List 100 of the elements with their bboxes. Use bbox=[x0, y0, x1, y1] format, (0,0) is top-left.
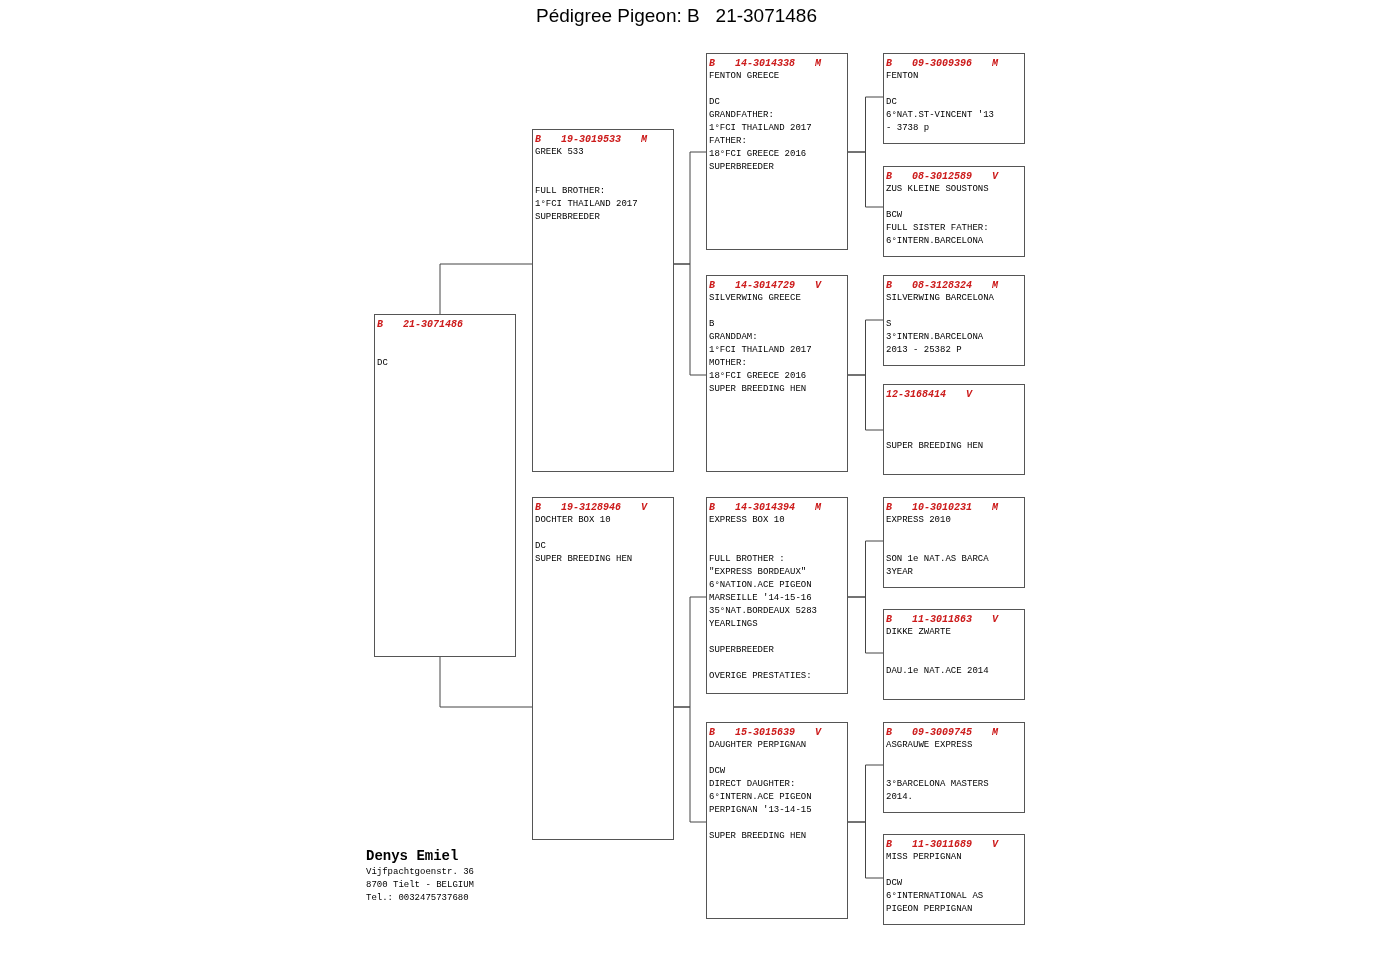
pedigree-line: OVERIGE PRESTATIES: bbox=[709, 670, 812, 683]
pedigree-line: EXPRESS BOX 10 bbox=[709, 514, 785, 527]
ring-number: B 19-3128946 V bbox=[535, 501, 647, 514]
pedigree-line: PERPIGNAN '13-14-15 bbox=[709, 804, 812, 817]
pedigree-line: SILVERWING BARCELONA bbox=[886, 292, 995, 305]
pedigree-line: FENTON bbox=[886, 70, 919, 83]
pigeon-card bbox=[706, 53, 848, 250]
pigeon-card bbox=[883, 53, 1025, 144]
ring-number: B 08-3128324 M bbox=[886, 279, 998, 292]
pedigree-line: SUPERBREEDER bbox=[535, 211, 600, 224]
pedigree-line: 6°INTERN.BARCELONA bbox=[886, 235, 984, 248]
pigeon-card bbox=[883, 722, 1025, 813]
pedigree-connector bbox=[847, 821, 884, 879]
ring-number: B 11-3011863 V bbox=[886, 613, 998, 626]
pedigree-line: DC bbox=[886, 96, 897, 109]
pedigree-line: B bbox=[709, 318, 715, 331]
pigeon-card bbox=[883, 166, 1025, 257]
breeder-name: Denys Emiel bbox=[366, 847, 459, 866]
pedigree-line: SUPERBREEDER bbox=[709, 161, 774, 174]
ring-number: B 09-3009396 M bbox=[886, 57, 998, 70]
pedigree-line: 1°FCI THAILAND 2017 bbox=[709, 122, 812, 135]
pedigree-line: FULL BROTHER : bbox=[709, 553, 785, 566]
pedigree-connector bbox=[847, 374, 884, 431]
pedigree-line: 1°FCI THAILAND 2017 bbox=[535, 198, 638, 211]
ring-number: B 14-3014338 M bbox=[709, 57, 821, 70]
pigeon-card bbox=[374, 314, 516, 657]
pedigree-line: DAU.1e NAT.ACE 2014 bbox=[886, 665, 989, 678]
pigeon-card bbox=[706, 275, 848, 472]
pedigree-connector bbox=[847, 596, 884, 654]
pedigree-line: 6°NATION.ACE PIGEON bbox=[709, 579, 812, 592]
pedigree-line: DAUGHTER PERPIGNAN bbox=[709, 739, 807, 752]
pedigree-line: GRANDDAM: bbox=[709, 331, 758, 344]
pedigree-line: BCW bbox=[886, 209, 903, 222]
address-line: Tel.: 0032475737680 bbox=[366, 892, 469, 905]
pedigree-line: MOTHER: bbox=[709, 357, 747, 370]
pedigree-line: EXPRESS 2010 bbox=[886, 514, 951, 527]
pedigree-line: SUPERBREEDER bbox=[709, 644, 774, 657]
pigeon-card bbox=[883, 497, 1025, 588]
ring-number: B 08-3012589 V bbox=[886, 170, 998, 183]
pigeon-card bbox=[706, 497, 848, 694]
pedigree-connector bbox=[847, 151, 884, 208]
ring-number: B 14-3014729 V bbox=[709, 279, 821, 292]
pedigree-line: 3°BARCELONA MASTERS bbox=[886, 778, 989, 791]
ring-number: B 11-3011689 V bbox=[886, 838, 998, 851]
pedigree-line: 3YEAR bbox=[886, 566, 913, 579]
pedigree-line: 2013 - 25382 P bbox=[886, 344, 962, 357]
pigeon-card bbox=[883, 834, 1025, 925]
pedigree-line: 6°INTERNATIONAL AS bbox=[886, 890, 984, 903]
pedigree-line: SUPER BREEDING HEN bbox=[709, 383, 807, 396]
pedigree-line: 6°INTERN.ACE PIGEON bbox=[709, 791, 812, 804]
pedigree-line: MISS PERPIGNAN bbox=[886, 851, 962, 864]
pedigree-line: S bbox=[886, 318, 892, 331]
ring-number: B 15-3015639 V bbox=[709, 726, 821, 739]
address-line: 8700 Tielt - BELGIUM bbox=[366, 879, 475, 892]
pigeon-card bbox=[883, 384, 1025, 475]
pigeon-card bbox=[706, 722, 848, 919]
pedigree-line: FENTON GREECE bbox=[709, 70, 780, 83]
pedigree-line: - 3738 p bbox=[886, 122, 930, 135]
pedigree-line: 35°NAT.BORDEAUX 5283 bbox=[709, 605, 818, 618]
pedigree-line: GRANDFATHER: bbox=[709, 109, 774, 122]
address-line: Vijfpachtgoenstr. 36 bbox=[366, 866, 475, 879]
pedigree-connector bbox=[673, 706, 707, 823]
pedigree-line: DCW bbox=[709, 765, 726, 778]
pigeon-card bbox=[532, 497, 674, 840]
pedigree-line: FULL BROTHER: bbox=[535, 185, 606, 198]
pedigree-line: PIGEON PERPIGNAN bbox=[886, 903, 973, 916]
ring-number: B 09-3009745 M bbox=[886, 726, 998, 739]
pedigree-line: DOCHTER BOX 10 bbox=[535, 514, 611, 527]
pedigree-line: FATHER: bbox=[709, 135, 747, 148]
pedigree-line: 6°NAT.ST-VINCENT '13 bbox=[886, 109, 995, 122]
pedigree-line: DC bbox=[377, 357, 388, 370]
pedigree-line: GREEK 533 bbox=[535, 146, 584, 159]
ring-number: B 10-3010231 M bbox=[886, 501, 998, 514]
pedigree-connector bbox=[439, 656, 533, 708]
pedigree-line: SUPER BREEDING HEN bbox=[535, 553, 633, 566]
pedigree-line: SUPER BREEDING HEN bbox=[886, 440, 984, 453]
pedigree-line: 18°FCI GREECE 2016 bbox=[709, 148, 807, 161]
pigeon-card bbox=[883, 275, 1025, 366]
pedigree-line: 1°FCI THAILAND 2017 bbox=[709, 344, 812, 357]
pedigree-line: 18°FCI GREECE 2016 bbox=[709, 370, 807, 383]
pedigree-line: DC bbox=[709, 96, 720, 109]
pedigree-line: ZUS KLEINE SOUSTONS bbox=[886, 183, 989, 196]
pedigree-line: SUPER BREEDING HEN bbox=[709, 830, 807, 843]
ring-number: B 19-3019533 M bbox=[535, 133, 647, 146]
pigeon-card bbox=[532, 129, 674, 472]
pedigree-line: DCW bbox=[886, 877, 903, 890]
page-title: Pédigree Pigeon: B 21-3071486 bbox=[536, 4, 817, 28]
pedigree-line: 2014. bbox=[886, 791, 913, 804]
pigeon-card bbox=[883, 609, 1025, 700]
pedigree-connector bbox=[439, 263, 533, 315]
pedigree-line: SON 1e NAT.AS BARCA bbox=[886, 553, 989, 566]
ring-number: 12-3168414 V bbox=[886, 388, 972, 401]
pedigree-line: DIRECT DAUGHTER: bbox=[709, 778, 796, 791]
pedigree-line: YEARLINGS bbox=[709, 618, 758, 631]
pedigree-line: "EXPRESS BORDEAUX" bbox=[709, 566, 807, 579]
ring-number: B 21-3071486 bbox=[377, 318, 463, 331]
pedigree-line: MARSEILLE '14-15-16 bbox=[709, 592, 812, 605]
ring-number: B 14-3014394 M bbox=[709, 501, 821, 514]
pedigree-line: DIKKE ZWARTE bbox=[886, 626, 951, 639]
pedigree-line: FULL SISTER FATHER: bbox=[886, 222, 989, 235]
